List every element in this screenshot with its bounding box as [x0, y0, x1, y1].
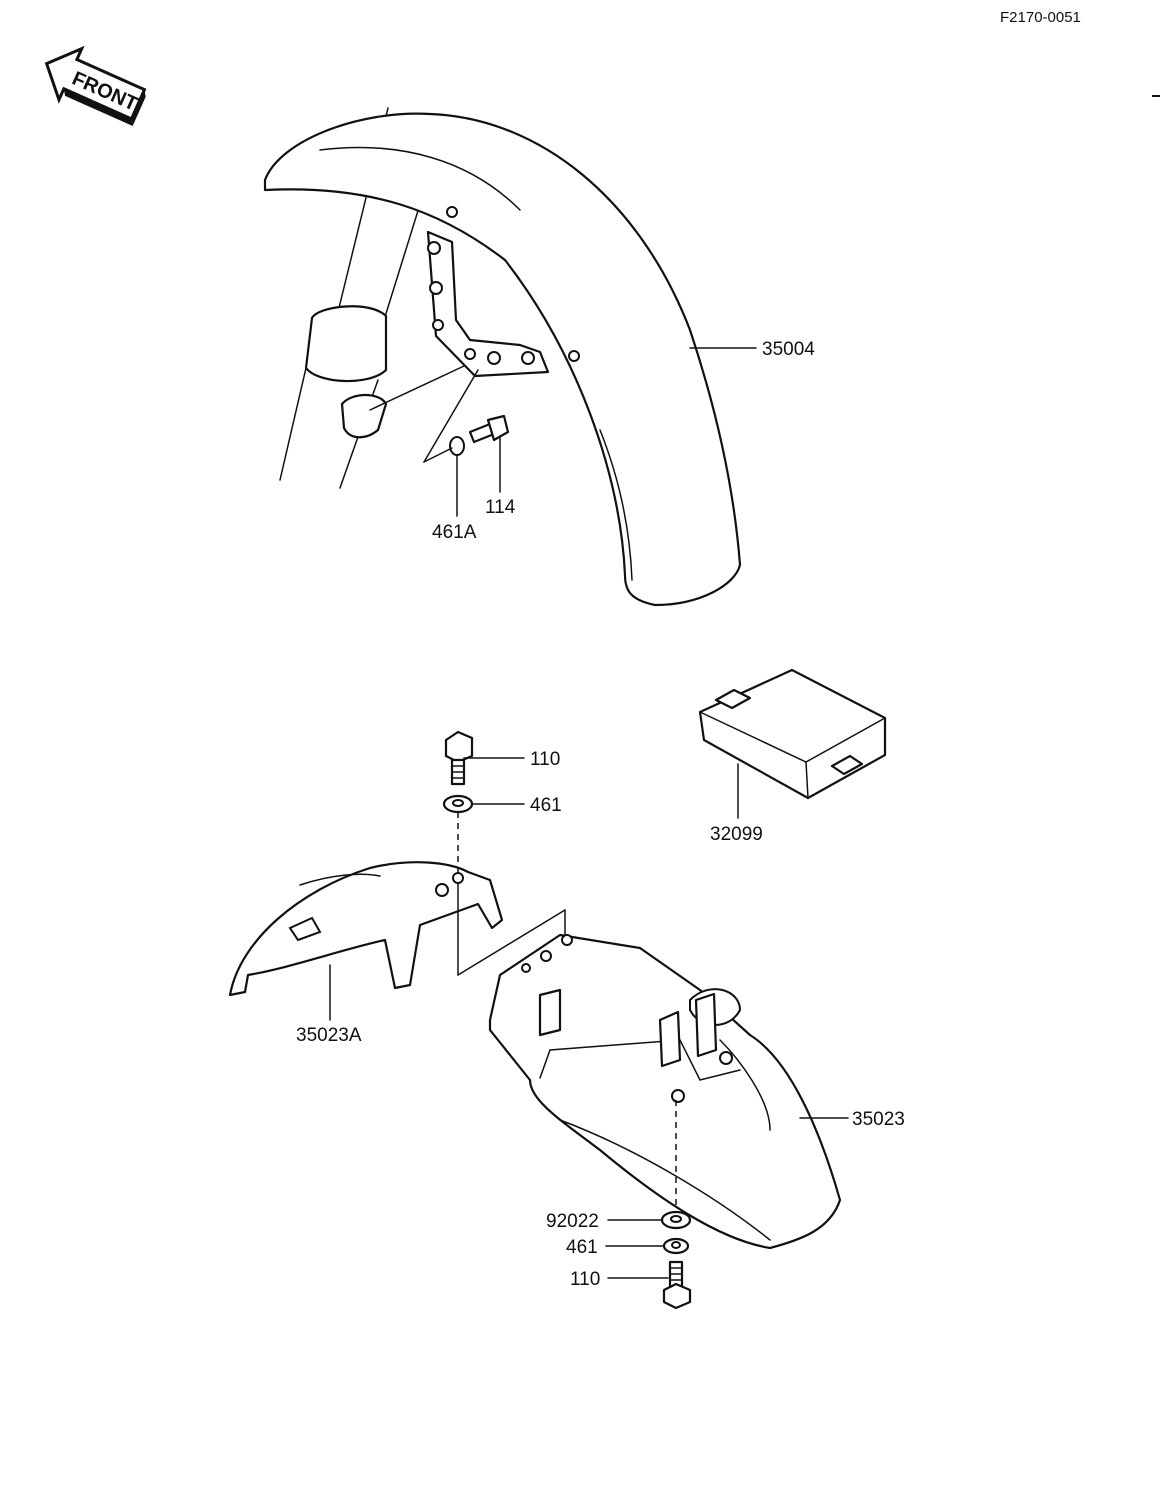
callout-110-upper: 110 [530, 749, 560, 770]
front-fork [279, 107, 441, 489]
callout-110-lower: 110 [570, 1269, 600, 1290]
upper-washer-icon [442, 794, 474, 814]
front-fender [263, 112, 742, 607]
callout-461-upper: 461 [530, 795, 562, 816]
front-bolt-icon [468, 414, 510, 444]
callout-461a: 461A [432, 522, 477, 543]
callout-32099: 32099 [710, 824, 763, 845]
lower-washer-large-icon [660, 1210, 692, 1230]
figure-code: F2170-0051 [1000, 9, 1081, 26]
callout-461-lower: 461 [566, 1237, 598, 1258]
front-washer-icon [449, 436, 465, 456]
callout-35023: 35023 [852, 1109, 905, 1130]
callout-114: 114 [485, 497, 516, 518]
lower-washer-icon [662, 1237, 690, 1255]
callout-35004: 35004 [762, 339, 815, 360]
leader-lines [329, 347, 849, 1279]
callout-92022: 92022 [546, 1211, 599, 1232]
tool-kit-icon [698, 668, 887, 800]
rear-fender [488, 933, 842, 1250]
lower-bolt-icon [662, 1260, 692, 1310]
callout-35023a: 35023A [296, 1025, 362, 1046]
front-direction-badge: FRONT [44, 45, 147, 126]
upper-bolt-icon [444, 730, 474, 786]
